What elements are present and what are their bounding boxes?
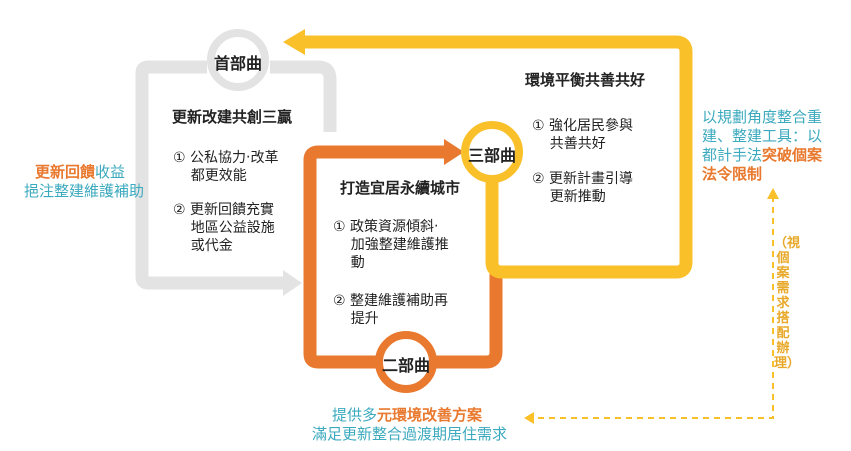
left-note: 更新回饋收益 挹注整建維護補助 [24,163,145,201]
stage3-loop [305,35,693,279]
bottom-note-line1-start: 提供多 [332,406,378,424]
stage2-item-2: ② 整建維護補助再 提升 [333,293,449,327]
stage1-arrowhead [283,270,302,296]
stage1-node-circle [207,29,269,91]
stage1-item-2: ② 更新回饋充實 地區公益設施 或代金 [173,202,275,254]
stage3-node-circle [461,121,523,183]
left-note-emphasis: 更新回饋 [34,163,95,181]
stage3-item-2: ② 更新計畫引導 更新推動 [532,171,634,205]
left-note-line1-rest: 收益 [95,163,126,181]
stage3-item-1: ① 強化居民參與 共善共好 [532,118,634,152]
stage2-loop-right [436,268,503,369]
stage1-item-1: ① 公私協力‧改革 都更效能 [173,150,279,184]
stage2-title: 打造宜居永續城市 [340,179,461,197]
stage2-item-1: ① 政策資源傾斜‧ 加強整建維護推 動 [333,219,449,271]
stage1-node-label: 首部曲 [213,54,262,73]
stage2-node-label: 二部曲 [381,356,430,375]
right-note-emphasis-1: 突破個案 [762,146,823,164]
right-note-emphasis-2: 法令限制 [702,165,763,183]
dashed-connector-label: （視個案需求搭配辦理） [774,236,800,371]
dashed-connector [527,198,774,419]
dashed-connector-label-text: （視個案需求搭配辦理） [774,236,801,371]
stage3-arrowhead [283,29,305,55]
bottom-note-emphasis: 元環境改善方案 [377,406,483,424]
bottom-note-line2: 滿足更新整合過渡期居住需求 [312,425,508,443]
bottom-note: 提供多元環境改善方案 滿足更新整合過渡期居住需求 [312,406,507,444]
right-note-line1: 以規劃角度整合重 [702,108,823,126]
right-note: 以規劃角度整合重 建、整建工具：以 都計手法突破個案 法令限制 [702,108,822,184]
right-note-line3-start: 都計手法 [702,146,763,164]
stage3-title: 環境平衡共善共好 [525,71,646,89]
stage2-node-circle [375,331,437,393]
left-note-line2: 挹注整建維護補助 [24,182,145,200]
stage2-arrowhead [444,139,464,165]
right-note-line2: 建、整建工具：以 [702,127,823,145]
stage1-loop-top-right [270,60,337,132]
stage1-title: 更新改建共創三贏 [172,108,293,126]
stage2-loop [303,145,444,369]
dashed-arrowhead-left [524,412,534,424]
stage1-loop [135,60,283,290]
dashed-arrowhead-up [767,188,779,199]
stage3-node-label: 三部曲 [467,146,516,165]
